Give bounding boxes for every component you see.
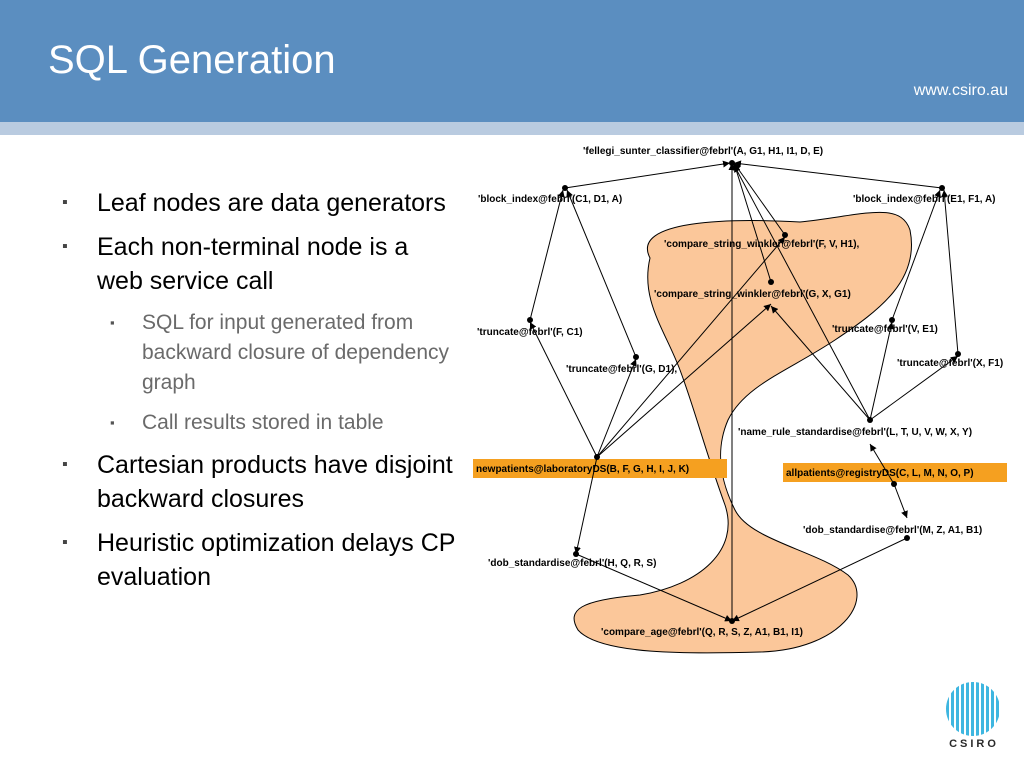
edge	[574, 456, 598, 555]
edge	[869, 443, 895, 485]
node-label-newpatients: newpatients@laboratoryDS(B, F, G, H, I, …	[476, 464, 689, 475]
node-dot	[867, 417, 873, 423]
sub-bullet-item: SQL for input generated from backward cl…	[62, 308, 457, 398]
bullet-item: Leaf nodes are data generators	[62, 186, 457, 220]
graph-edges	[529, 160, 959, 622]
sub-bullet-item: Call results stored in table	[62, 408, 457, 438]
csiro-logo-text: CSIRO	[949, 738, 999, 750]
node-dot	[729, 160, 735, 166]
edge	[891, 189, 941, 321]
edge	[529, 189, 565, 321]
edge	[869, 355, 959, 421]
edge	[770, 305, 871, 421]
edge	[869, 321, 894, 421]
edge	[731, 537, 908, 622]
slide-title: SQL Generation	[48, 38, 336, 82]
node-label-truncate-x: 'truncate@febrl'(X, F1)	[897, 358, 1003, 369]
edge	[596, 303, 772, 458]
edge	[529, 321, 598, 458]
node-label-fellegi: 'fellegi_sunter_classifier@febrl'(A, G1,…	[583, 146, 823, 157]
node-dot	[633, 354, 639, 360]
edge	[893, 483, 908, 519]
graph-node-dots	[527, 160, 961, 624]
node-dot	[527, 317, 533, 323]
node-label-compare-age: 'compare_age@febrl'(Q, R, S, Z, A1, B1, …	[601, 627, 803, 638]
edge	[941, 189, 959, 355]
node-label-dob-right: 'dob_standardise@febrl'(M, Z, A1, B1)	[803, 525, 982, 536]
node-label-name-rule: 'name_rule_standardise@febrl'(L, T, U, V…	[738, 427, 972, 438]
edge	[596, 358, 637, 458]
node-dot	[729, 618, 735, 624]
csiro-logo: CSIRO	[940, 678, 1008, 754]
site-url: www.csiro.au	[913, 82, 1008, 99]
csiro-logo-icon	[946, 682, 1000, 736]
edge	[596, 236, 786, 458]
node-label-block-right: 'block_index@febrl'(E1, F1, A)	[853, 194, 996, 205]
source-box-allpatients	[783, 463, 1007, 482]
node-label-block-left: 'block_index@febrl'(C1, D1, A)	[478, 194, 622, 205]
bullet-item: Heuristic optimization delays CP evaluat…	[62, 526, 457, 594]
node-dot	[889, 317, 895, 323]
header-stripe	[0, 122, 1024, 135]
node-dot	[562, 185, 568, 191]
node-label-allpatients: allpatients@registryDS(C, L, M, N, O, P)	[786, 468, 974, 479]
node-dot	[782, 232, 788, 238]
source-box-newpatients	[473, 459, 727, 478]
bullet-item: Cartesian products have disjoint backwar…	[62, 448, 457, 516]
node-label-truncate-g: 'truncate@febrl'(G, D1),	[566, 364, 677, 375]
slide-header	[0, 0, 1024, 122]
node-label-csw1: 'compare_string_winkler@febrl'(F, V, H1)…	[664, 239, 860, 250]
node-dot	[891, 481, 897, 487]
edge	[733, 164, 871, 421]
bullet-list: Leaf nodes are data generators Each non-…	[62, 186, 457, 604]
edge	[733, 160, 943, 189]
node-label-truncate-f: 'truncate@febrl'(F, C1)	[477, 327, 583, 338]
node-label-csw2: 'compare_string_winkler@febrl'(G, X, G1)	[654, 289, 851, 300]
node-dot	[768, 279, 774, 285]
edge	[566, 189, 637, 358]
node-dot	[594, 454, 600, 460]
edge	[575, 553, 733, 622]
edge	[732, 162, 772, 283]
node-label-dob-left: 'dob_standardise@febrl'(H, Q, R, S)	[488, 558, 656, 569]
node-dot	[904, 535, 910, 541]
closure-highlight-region	[573, 211, 912, 654]
node-dot	[573, 551, 579, 557]
node-label-truncate-v: 'truncate@febrl'(V, E1)	[832, 324, 938, 335]
edge	[564, 160, 731, 189]
bullet-item: Each non-terminal node is a web service …	[62, 230, 457, 298]
node-dot	[955, 351, 961, 357]
node-dot	[939, 185, 945, 191]
edge	[733, 162, 786, 236]
